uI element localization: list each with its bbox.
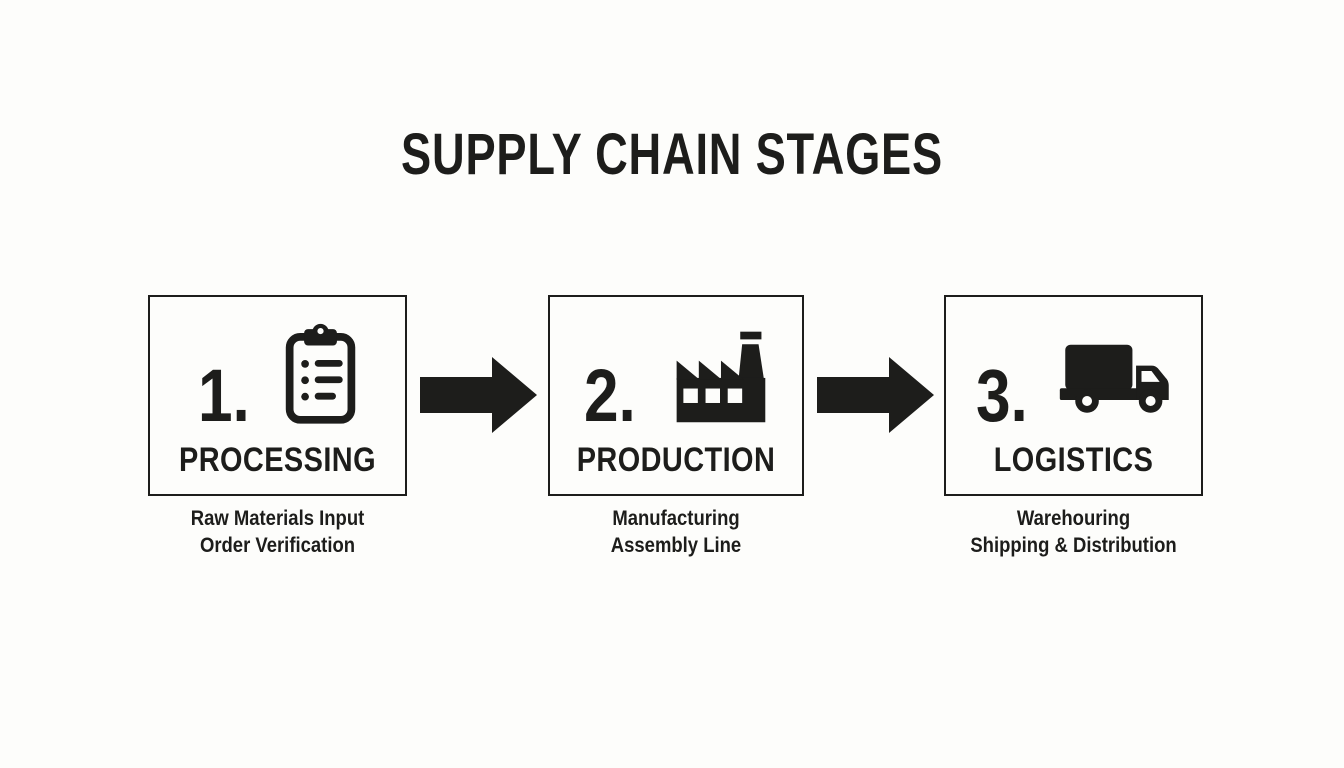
factory-icon	[676, 331, 766, 423]
stage-3-label: LOGISTICS	[993, 441, 1154, 479]
stage-2-number: 2.	[584, 354, 636, 438]
stage-1-number: 1.	[197, 354, 250, 438]
stage-1-icon-row: 1.	[150, 323, 405, 438]
page-title: SUPPLY CHAIN STAGES	[401, 122, 943, 187]
caption-line: Raw Materials Input	[190, 507, 365, 530]
stage-2-caption: Manufacturing Assembly Line	[548, 505, 804, 559]
caption-line: Shipping & Distribution	[970, 534, 1177, 557]
stage-1-label: PROCESSING	[179, 441, 376, 479]
stage-box-processing: 1. PROCESSING	[148, 295, 407, 496]
caption-line: Order Verification	[199, 534, 356, 557]
stage-box-logistics: 3. LOGISTICS	[944, 295, 1203, 496]
arrow-right-icon	[817, 357, 934, 433]
truck-icon	[1060, 344, 1170, 413]
caption-line: Warehouring	[1016, 507, 1131, 530]
stage-1-caption: Raw Materials Input Order Verification	[148, 505, 407, 559]
stage-3-caption: Warehouring Shipping & Distribution	[944, 505, 1203, 559]
caption-line: Manufacturing	[612, 507, 740, 530]
arrow-right-icon	[420, 357, 537, 433]
clipboard-checklist-icon	[286, 323, 356, 424]
stage-3-number: 3.	[975, 354, 1028, 438]
stage-2-icon-row: 2.	[550, 327, 802, 438]
caption-line: Assembly Line	[610, 534, 742, 557]
stage-3-icon-row: 3.	[946, 327, 1201, 438]
stage-2-label: PRODUCTION	[576, 441, 776, 479]
stage-box-production: 2. PRODUCTION	[548, 295, 804, 496]
